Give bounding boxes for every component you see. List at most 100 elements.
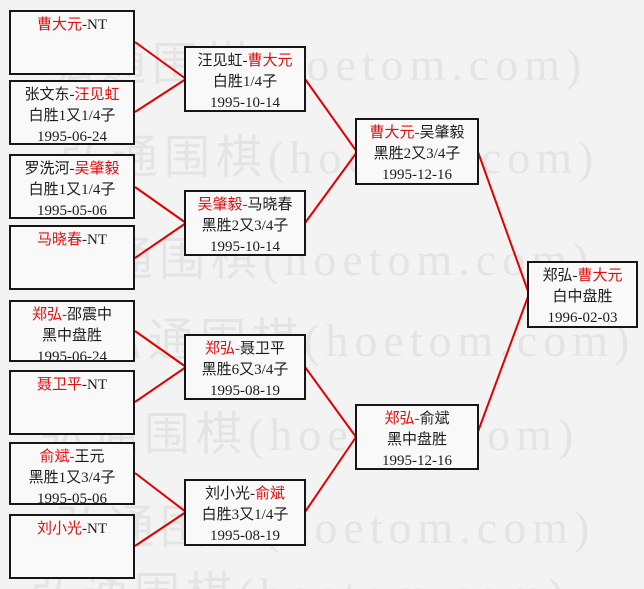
match-box-round-1-5: 郑弘-邵震中黑中盘胜 1995-06-24 bbox=[9, 300, 135, 365]
player-name: 郑弘- bbox=[542, 268, 578, 284]
player-name: -NT bbox=[82, 377, 107, 393]
match-box-round-2-3: 郑弘-聂卫平黑胜6又3/4子 1995-08-19 bbox=[184, 334, 306, 400]
match-date: 1995-10-14 bbox=[210, 239, 280, 255]
player-name: 聂卫平 bbox=[239, 341, 285, 357]
player-name: 郑弘- bbox=[384, 411, 420, 427]
match-date: 1995-08-19 bbox=[210, 528, 280, 544]
connector-line bbox=[134, 330, 187, 368]
match-box-round-2-4: 刘小光-俞斌白胜3又1/4子 1995-08-19 bbox=[184, 479, 306, 546]
connector-line bbox=[134, 222, 187, 259]
match-result: 黑胜2又3/4子 bbox=[201, 218, 289, 234]
player-name: 曹大元 bbox=[247, 53, 293, 69]
match-players: 郑弘-聂卫平 bbox=[186, 339, 304, 360]
match-result: 白胜1/4子 bbox=[212, 74, 278, 90]
watermark-text: 弘通围棋(hoetom.com) bbox=[48, 39, 588, 90]
match-players: 马晓春-NT bbox=[11, 230, 133, 251]
player-name: -NT bbox=[82, 521, 107, 537]
connector-line bbox=[134, 78, 187, 113]
player-name: 郑弘- bbox=[204, 341, 240, 357]
connector-line bbox=[134, 41, 187, 80]
match-date: 1995-05-06 bbox=[37, 491, 107, 507]
match-players: 刘小光-NT bbox=[11, 519, 133, 540]
match-result: 白胜1又1/4子 bbox=[28, 182, 116, 198]
player-name: 吴肇毅 bbox=[419, 125, 465, 141]
watermark-text: 弘通围棋(hoetom.com) bbox=[56, 502, 596, 553]
player-name: 聂卫平 bbox=[36, 377, 82, 393]
connector-line bbox=[134, 186, 187, 224]
match-result: 白胜3又1/4子 bbox=[201, 507, 289, 523]
player-name: 曹大元 bbox=[36, 17, 82, 33]
match-players: 俞斌-王元 bbox=[11, 447, 133, 468]
connector-line bbox=[134, 472, 187, 513]
player-name: 马晓春 bbox=[247, 197, 293, 213]
match-date: 1995-06-24 bbox=[37, 349, 107, 365]
connector-line bbox=[134, 366, 187, 403]
match-players: 郑弘-曹大元 bbox=[529, 266, 636, 287]
player-name: 王元 bbox=[74, 449, 105, 465]
player-name: 刘小光 bbox=[36, 521, 82, 537]
player-name: 汪见虹- bbox=[197, 53, 248, 69]
match-result: 黑胜2又3/4子 bbox=[373, 146, 461, 162]
match-box-round-1-6: 聂卫平-NT bbox=[9, 370, 135, 435]
match-players: 刘小光-俞斌 bbox=[186, 484, 304, 505]
match-players: 曹大元-吴肇毅 bbox=[357, 123, 477, 144]
match-box-round-1-7: 俞斌-王元黑胜1又3/4子 1995-05-06 bbox=[9, 442, 135, 507]
connector-line bbox=[475, 293, 530, 438]
match-players: 张文东-汪见虹 bbox=[11, 85, 133, 106]
match-players: 郑弘-俞斌 bbox=[357, 409, 477, 430]
player-name: 曹大元- bbox=[369, 125, 420, 141]
match-result: 黑胜1又3/4子 bbox=[28, 470, 116, 486]
watermark-text: 弘通围棋(hoetom.com) bbox=[55, 234, 595, 285]
match-date: 1995-06-24 bbox=[37, 129, 107, 145]
match-date: 1995-12-16 bbox=[382, 167, 452, 183]
match-players: 罗洗河-吴肇毅 bbox=[11, 159, 133, 180]
match-date: 1995-08-19 bbox=[210, 383, 280, 399]
connector-line bbox=[134, 511, 187, 547]
match-box-round-1-8: 刘小光-NT bbox=[9, 514, 135, 579]
match-result: 白中盘胜 bbox=[552, 289, 613, 305]
player-name: 马晓春 bbox=[36, 232, 82, 248]
player-name: 吴肇毅- bbox=[197, 197, 248, 213]
player-name: 刘小光- bbox=[204, 486, 255, 502]
player-name: 俞斌- bbox=[39, 449, 75, 465]
match-date: 1995-05-06 bbox=[37, 203, 107, 219]
player-name: 罗洗河- bbox=[24, 161, 75, 177]
player-name: 汪见虹 bbox=[74, 87, 120, 103]
match-result: 黑中盘胜 bbox=[386, 432, 447, 448]
player-name: -NT bbox=[82, 232, 107, 248]
match-box-round-2-2: 吴肇毅-马晓春黑胜2又3/4子 1995-10-14 bbox=[184, 190, 306, 256]
match-box-semifinal-1: 曹大元-吴肇毅黑胜2又3/4子 1995-12-16 bbox=[355, 118, 479, 185]
match-box-semifinal-2: 郑弘-俞斌黑中盘胜 1995-12-16 bbox=[355, 404, 479, 470]
match-box-round-1-4: 马晓春-NT bbox=[9, 225, 135, 290]
connector-line bbox=[304, 151, 358, 224]
match-box-round-1-1: 曹大元-NT bbox=[9, 10, 135, 75]
player-name: -NT bbox=[82, 17, 107, 33]
player-name: 郑弘- bbox=[31, 307, 67, 323]
match-box-round-1-2: 张文东-汪见虹白胜1又1/4子 1995-06-24 bbox=[9, 80, 135, 145]
player-name: 曹大元 bbox=[577, 268, 623, 284]
player-name: 俞斌 bbox=[254, 486, 285, 502]
watermark-text: 弘通围棋(hoetom.com) bbox=[60, 132, 600, 183]
connector-line bbox=[304, 366, 357, 438]
connector-line bbox=[477, 151, 530, 295]
player-name: 吴肇毅 bbox=[74, 161, 120, 177]
match-players: 聂卫平-NT bbox=[11, 375, 133, 396]
match-players: 汪见虹-曹大元 bbox=[186, 51, 304, 72]
match-players: 吴肇毅-马晓春 bbox=[186, 195, 304, 216]
match-result: 黑胜6又3/4子 bbox=[201, 362, 289, 378]
match-result: 黑中盘胜 bbox=[41, 328, 102, 344]
match-date: 1995-10-14 bbox=[210, 95, 280, 111]
watermark-text: 弘通围棋(hoetom.com) bbox=[30, 572, 569, 589]
match-result: 白胜1又1/4子 bbox=[28, 108, 116, 124]
match-date: 1995-12-16 bbox=[382, 453, 452, 469]
connector-line bbox=[304, 436, 357, 513]
match-players: 郑弘-邵震中 bbox=[11, 305, 133, 326]
player-name: 张文东- bbox=[24, 87, 75, 103]
match-players: 曹大元-NT bbox=[11, 15, 133, 36]
player-name: 邵震中 bbox=[66, 307, 112, 323]
match-date: 1996-02-03 bbox=[547, 310, 618, 326]
player-name: 俞斌 bbox=[419, 411, 450, 427]
match-box-final-1: 郑弘-曹大元白中盘胜 1996-02-03 bbox=[527, 261, 638, 328]
connector-line bbox=[304, 78, 358, 153]
